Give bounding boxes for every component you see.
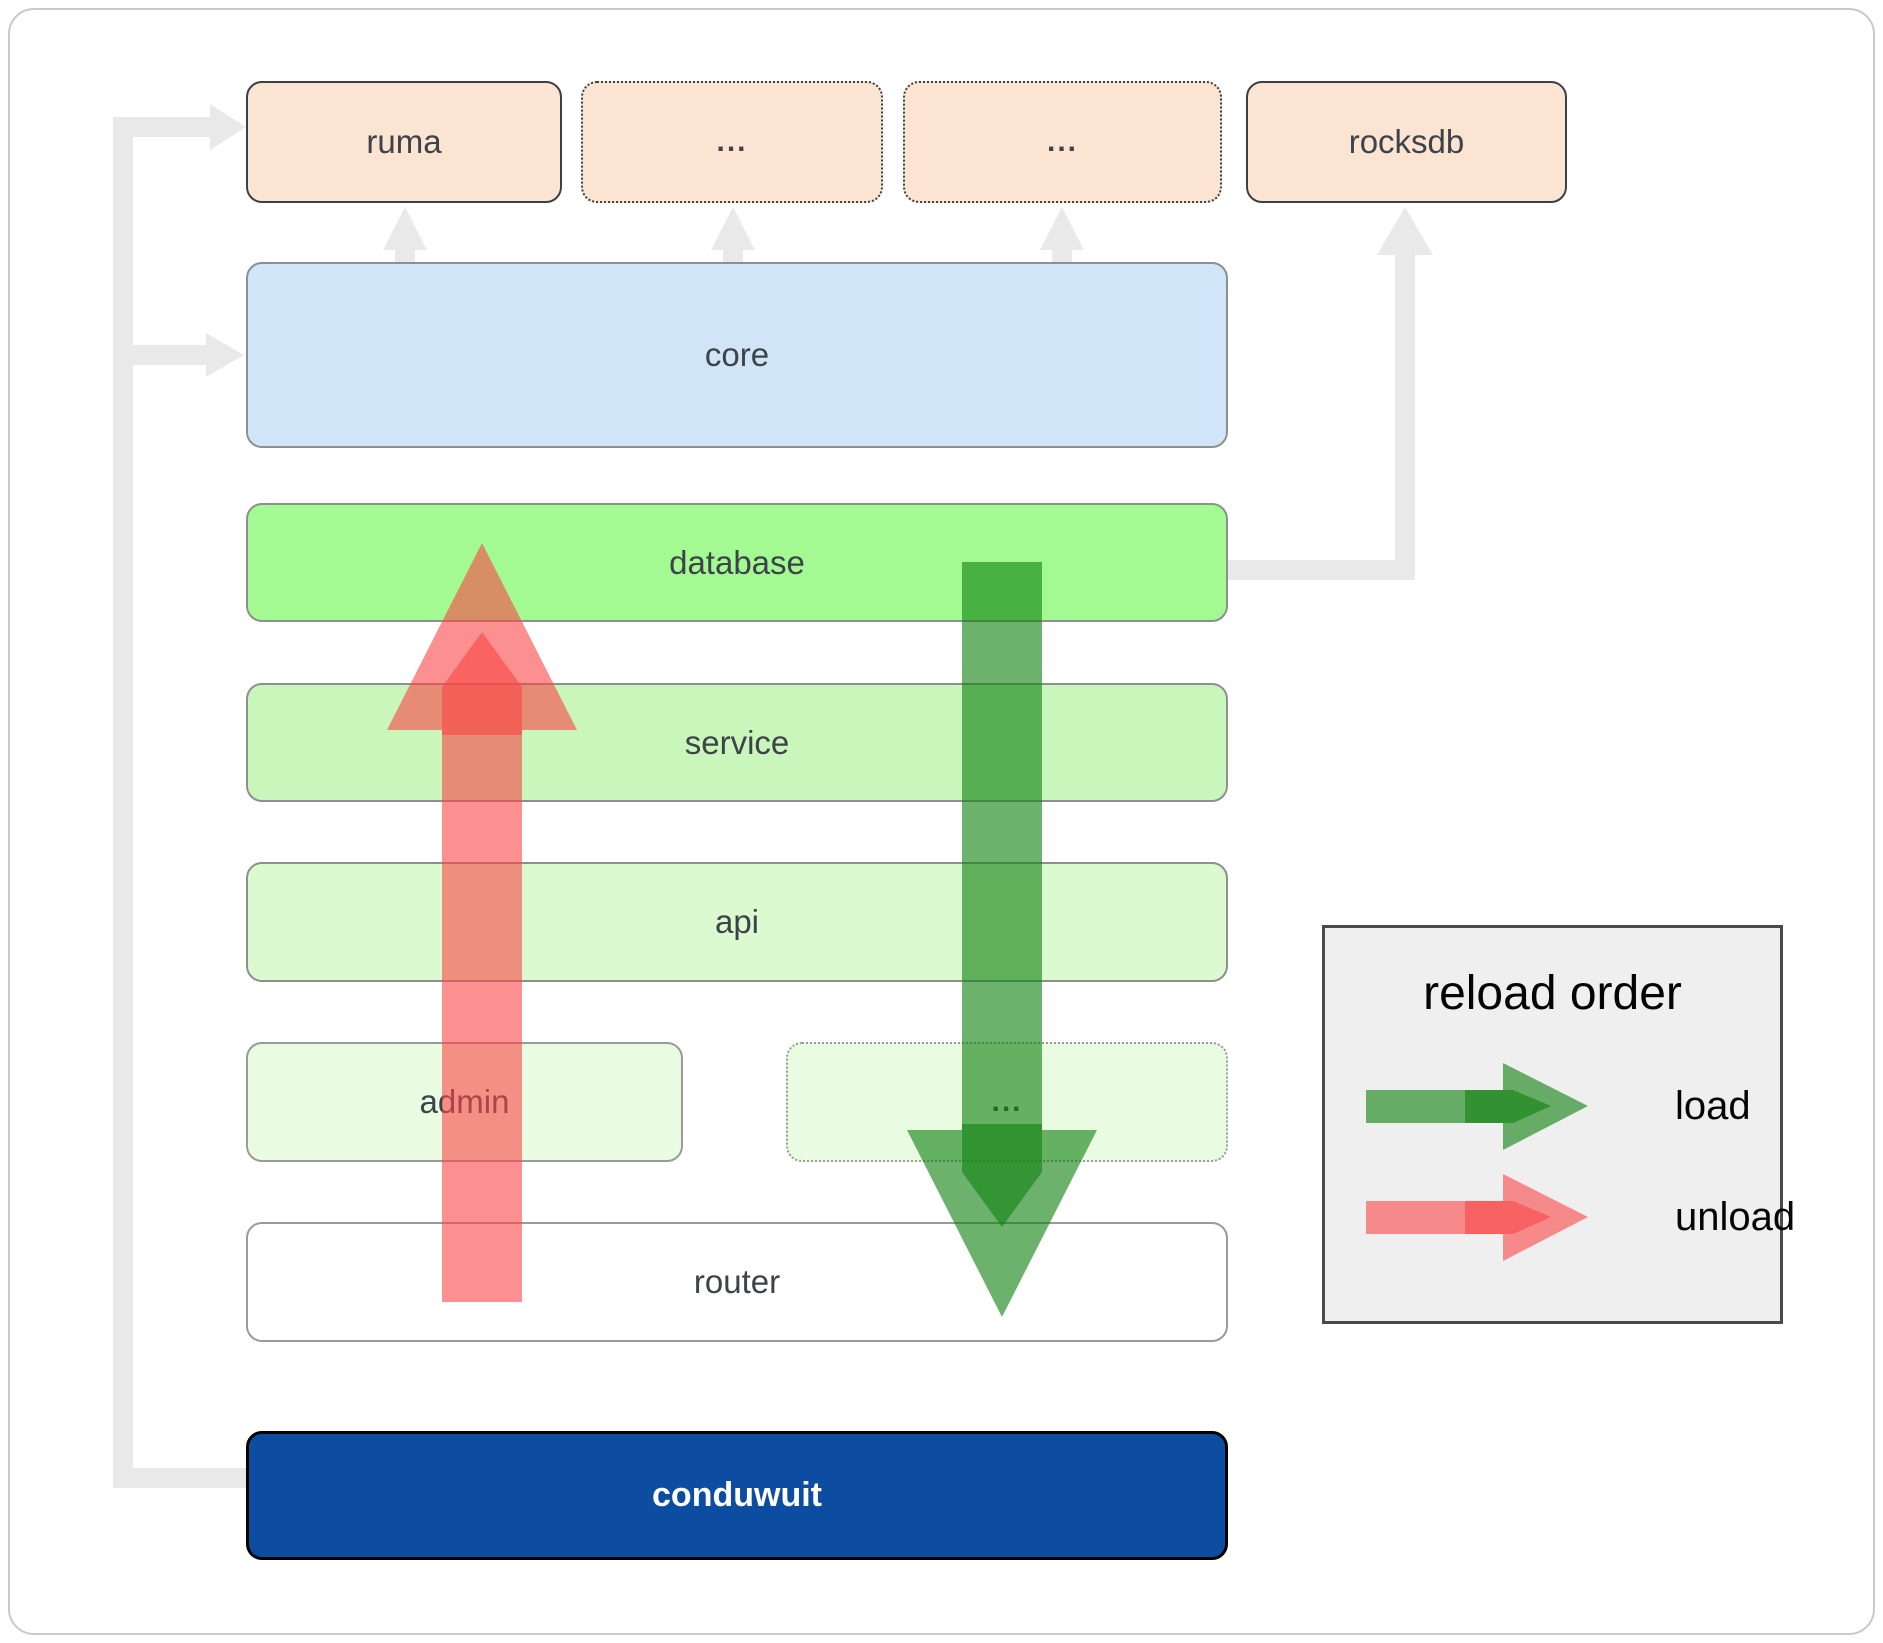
- box-ruma: ruma: [246, 81, 562, 203]
- outer-frame: [8, 8, 1875, 1635]
- unload-arrow-main: [387, 543, 577, 1302]
- box-more-crates-1: ...: [581, 81, 883, 203]
- box-core-label: core: [704, 336, 770, 373]
- legend-load-label: load: [1675, 1084, 1751, 1128]
- connector-db-rocksdb-horizontal: [1224, 560, 1415, 580]
- box-rocksdb-label: rocksdb: [1348, 123, 1465, 160]
- arrowhead-into-rocksdb-icon: [1377, 207, 1433, 255]
- legend-unload-label: unload: [1675, 1195, 1796, 1239]
- box-database: database: [246, 503, 1228, 622]
- box-conduwuit: conduwuit: [246, 1431, 1228, 1560]
- arrowhead-into-core-icon: [206, 333, 244, 377]
- box-router: router: [246, 1222, 1228, 1342]
- core-up-arrowhead-icon: [711, 207, 755, 250]
- box-router-label: router: [693, 1263, 781, 1300]
- connector-from-conduwuit: [113, 1468, 246, 1488]
- box-service-label: service: [684, 723, 790, 761]
- load-arrow-inner: [962, 1124, 1042, 1227]
- box-ruma-label: ruma: [366, 123, 442, 160]
- load-arrow: [907, 562, 1097, 1317]
- box-rocksdb: rocksdb: [1246, 81, 1567, 203]
- connector-trunk-vertical: [113, 117, 133, 1488]
- box-core: core: [246, 262, 1228, 448]
- core-up-arrowhead-icon: [383, 207, 427, 250]
- unload-arrow-inner: [442, 632, 522, 735]
- connector-to-ruma: [113, 117, 210, 137]
- legend-load-arrow-inner: [1465, 1090, 1551, 1123]
- legend-title: reload order: [1423, 967, 1682, 1020]
- box-api-label: api: [714, 903, 760, 940]
- legend-unload-arrow-icon: [1366, 1174, 1588, 1261]
- arrowhead-into-ruma-icon: [210, 104, 246, 150]
- connector-to-core: [113, 345, 206, 365]
- box-api: api: [246, 862, 1228, 982]
- core-up-arrowhead-icon: [1040, 207, 1084, 250]
- box-more-crates-1-label: ...: [716, 125, 748, 158]
- box-more-crates-2: ...: [903, 81, 1222, 203]
- core-up-arrow-shaft: [723, 249, 743, 263]
- box-conduwuit-label: conduwuit: [652, 1476, 822, 1514]
- legend-load-arrow-icon: [1366, 1063, 1588, 1150]
- legend-unload-arrow-inner: [1465, 1201, 1551, 1234]
- box-database-label: database: [669, 543, 805, 581]
- box-more-crates-2-label: ...: [1046, 125, 1078, 158]
- unload-arrow: [387, 543, 577, 1302]
- connector-db-rocksdb-vertical: [1395, 255, 1415, 580]
- core-up-arrow-shaft: [1052, 249, 1072, 263]
- load-arrow-main: [907, 562, 1097, 1317]
- legend: reload order load unload: [1322, 925, 1795, 1324]
- core-up-arrow-shaft: [395, 249, 415, 263]
